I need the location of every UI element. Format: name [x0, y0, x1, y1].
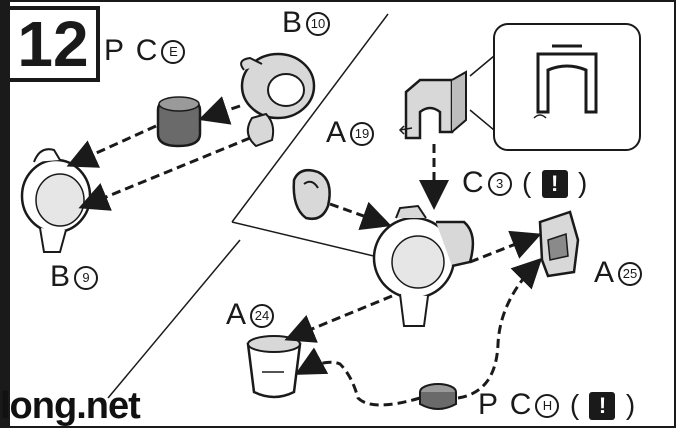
divider-line-upper	[231, 13, 389, 223]
label-a24-number: 24	[250, 304, 275, 328]
label-pc-e-number: E	[161, 40, 186, 64]
part-c3	[404, 70, 467, 140]
label-a19-letter: A	[326, 116, 349, 149]
step-number-box: 12	[6, 6, 100, 82]
label-b10-letter: B	[282, 6, 305, 39]
part-b10	[240, 52, 316, 148]
label-a24-letter: A	[226, 298, 249, 331]
arrow-a19-to-body	[329, 201, 392, 231]
label-a19-number: 19	[350, 122, 375, 146]
callout-leader-bottom	[469, 109, 495, 131]
part-a19	[292, 169, 331, 220]
label-c3-open-paren: (	[522, 167, 532, 198]
label-b9-number: 9	[74, 266, 99, 290]
arrow-body-to-a25	[469, 230, 542, 264]
arrow-pc-h-to-a25	[457, 257, 543, 400]
label-c3-letter: C	[462, 166, 486, 199]
arrow-pc-e-to-b9	[66, 124, 157, 168]
label-pc-h-number: H	[535, 394, 560, 418]
left-border	[0, 0, 10, 428]
caution-icon: !	[589, 392, 616, 420]
part-b9	[20, 148, 92, 253]
detail-part-outline	[536, 52, 598, 114]
label-pc-h-close-paren: )	[625, 389, 636, 420]
divider-line-lower	[107, 239, 241, 399]
label-pc-e-letter: P C	[104, 34, 160, 67]
detail-callout	[493, 23, 641, 151]
part-a25	[538, 210, 580, 278]
divider-line-middle	[231, 221, 383, 259]
part-pc-e	[156, 96, 202, 148]
arrow-pc-h-to-a24	[294, 347, 421, 407]
watermark-text: long.net	[0, 385, 141, 427]
label-a25-letter: A	[594, 256, 617, 289]
part-a24	[246, 335, 302, 399]
small-pointer-mark	[398, 125, 413, 135]
arrow-b10-to-b9	[78, 136, 251, 211]
callout-leader-top	[469, 55, 495, 77]
arrow-b10-to-pc-e	[198, 96, 241, 125]
label-c3-close-paren: )	[578, 167, 588, 198]
label-c3-number: 3	[487, 172, 512, 196]
part-pc-h	[419, 383, 457, 410]
label-b10-number: 10	[306, 12, 331, 36]
label-b9-letter: B	[50, 260, 73, 293]
label-pc-h-letter: P C	[478, 388, 534, 421]
label-a25-number: 25	[618, 262, 643, 286]
detail-mark	[533, 114, 547, 119]
main-body-part	[372, 204, 475, 327]
assembly-arrows	[66, 96, 543, 407]
label-pc-h-open-paren: (	[569, 389, 580, 420]
arrow-body-to-a24	[284, 294, 393, 343]
caution-icon: !	[541, 170, 568, 198]
